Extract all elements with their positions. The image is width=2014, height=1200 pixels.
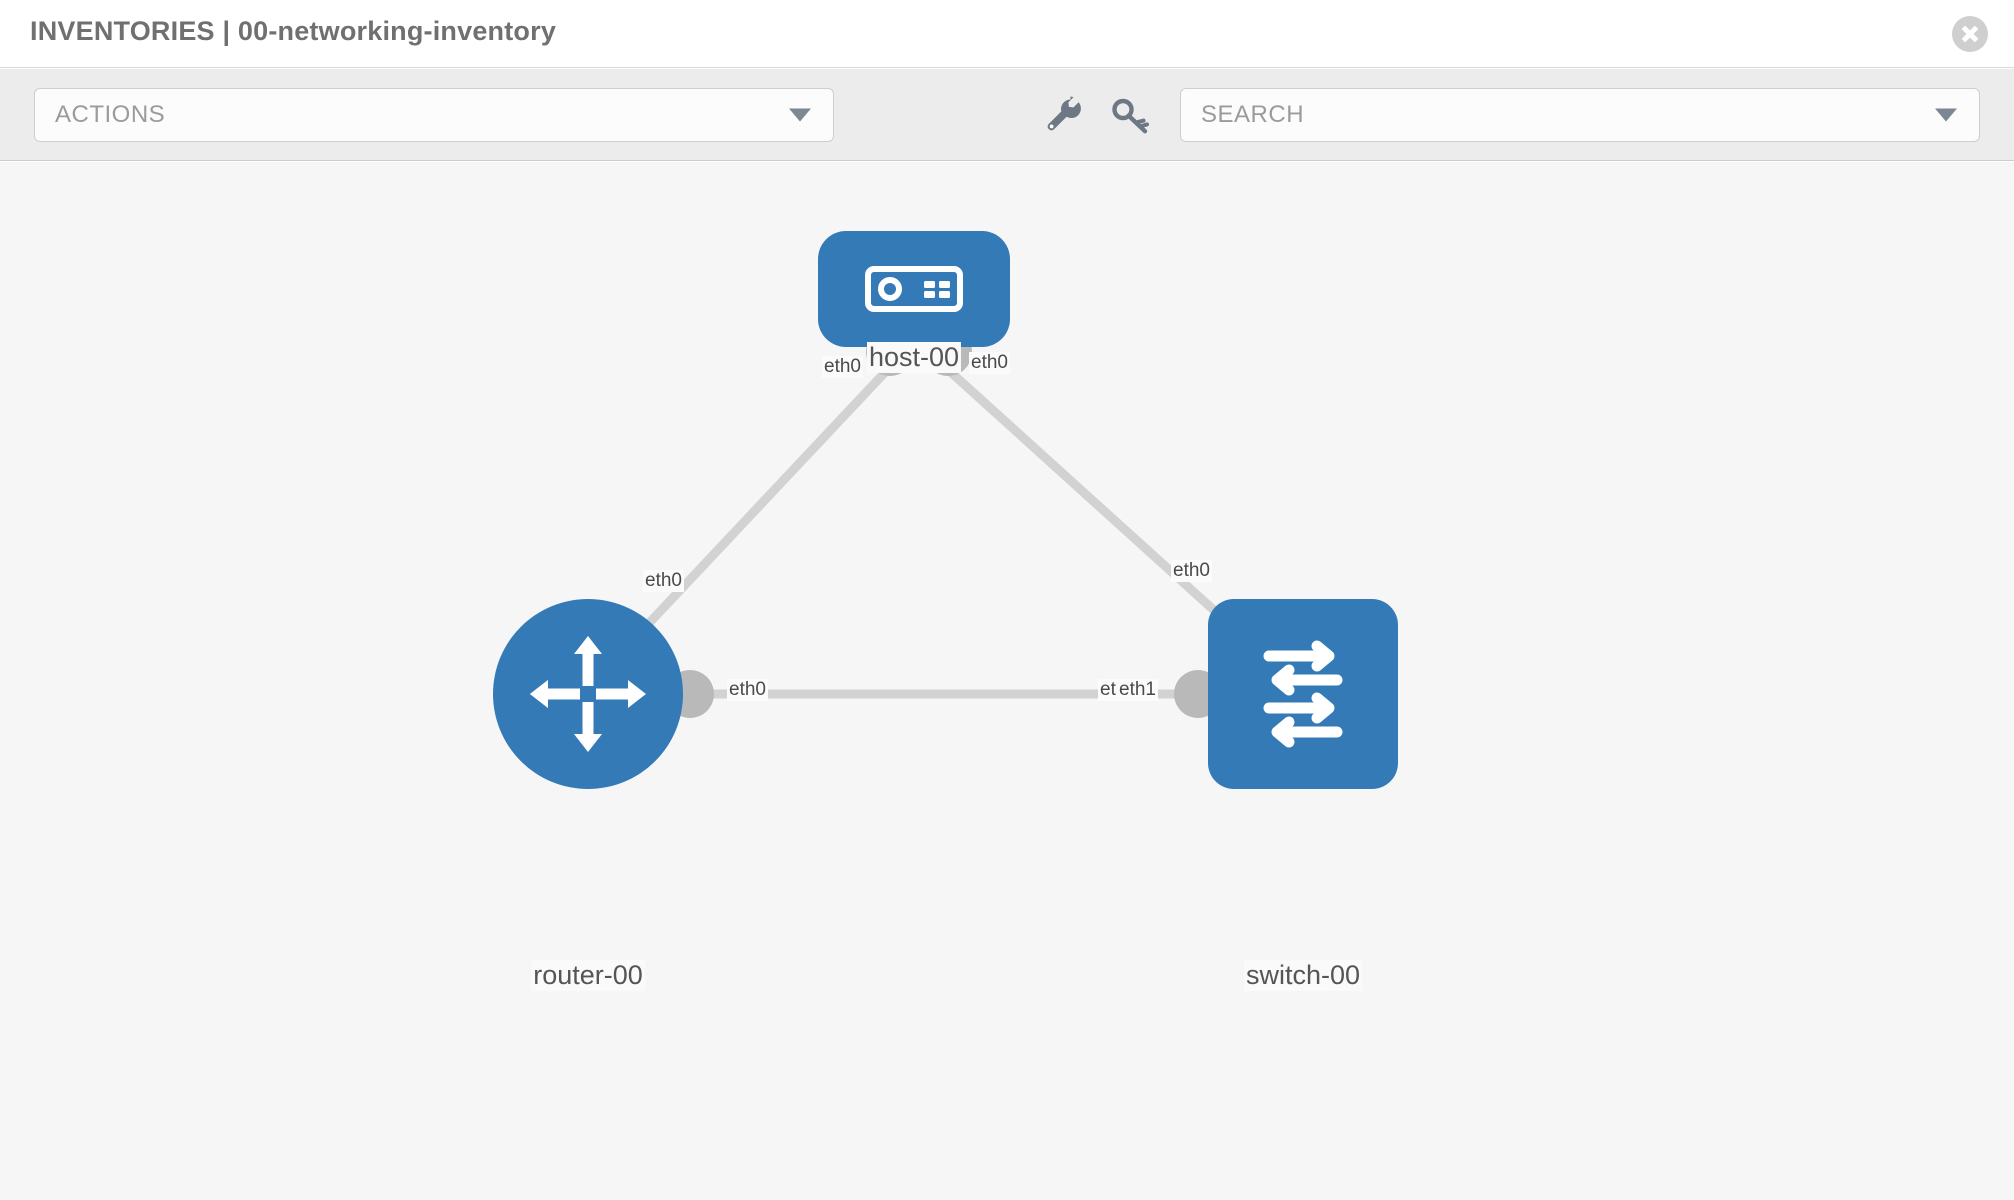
node-label-host-00[interactable]: host-00 xyxy=(866,342,962,373)
page-title: INVENTORIES | 00-networking-inventory xyxy=(30,16,557,46)
toolbar: ACTIONS SEARCH xyxy=(0,69,2014,161)
port-label-switch-eth1: eth1 xyxy=(1117,679,1158,701)
link-host-switch xyxy=(941,363,1242,636)
port-label-router-eth0-uplink: eth0 xyxy=(643,570,684,592)
key-icon[interactable] xyxy=(1108,93,1152,137)
topology-canvas[interactable]: host-00 router-00 switch-00 eth0 eth0 et… xyxy=(0,162,2014,1200)
actions-dropdown[interactable]: ACTIONS xyxy=(34,88,834,142)
wrench-icon[interactable] xyxy=(1040,93,1084,137)
port-label-host-eth0-right: eth0 xyxy=(969,352,1010,374)
topology-node-host-00 xyxy=(818,231,1010,347)
port-label-router-eth0: eth0 xyxy=(727,679,768,701)
topology-links xyxy=(616,363,1242,699)
search-input[interactable]: SEARCH xyxy=(1180,88,1980,142)
port-label-host-eth0-left: eth0 xyxy=(822,356,863,378)
actions-dropdown-label: ACTIONS xyxy=(55,101,166,128)
node-label-switch-00[interactable]: switch-00 xyxy=(1243,960,1363,991)
page-header: INVENTORIES | 00-networking-inventory xyxy=(0,0,2014,68)
search-input-placeholder: SEARCH xyxy=(1201,101,1305,128)
link-host-router xyxy=(616,363,894,658)
topology-node-switch-00 xyxy=(1208,599,1398,789)
port-label-switch-eth0-uplink: eth0 xyxy=(1171,560,1212,582)
close-icon[interactable] xyxy=(1952,16,1988,52)
node-label-router-00[interactable]: router-00 xyxy=(531,960,645,991)
chevron-down-icon xyxy=(789,108,811,122)
search-chevron-down-icon[interactable] xyxy=(1935,108,1957,122)
topology-graph xyxy=(493,231,1398,789)
topology-node-router-00 xyxy=(493,599,683,789)
